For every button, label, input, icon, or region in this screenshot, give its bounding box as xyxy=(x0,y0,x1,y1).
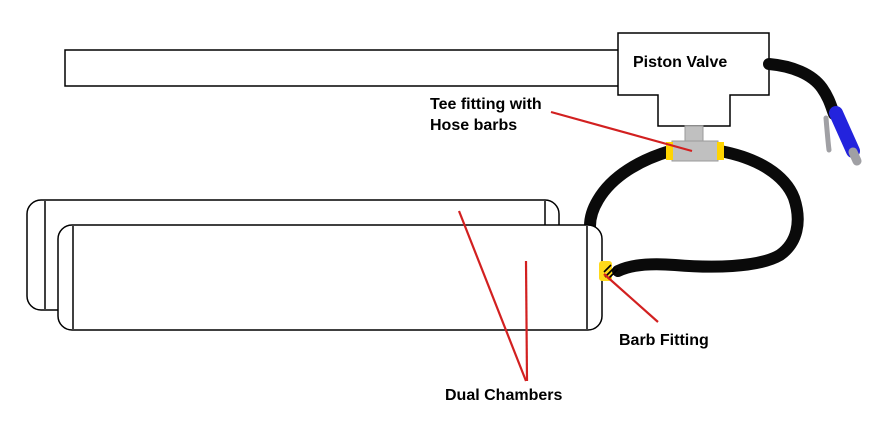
tee-left-barb-band xyxy=(666,142,673,160)
hose-valve-to-blowgun xyxy=(763,58,840,120)
blow-gun-lever xyxy=(823,115,832,153)
tee-fitting-label-line2: Hose barbs xyxy=(430,117,518,134)
blow-gun xyxy=(823,106,862,166)
blow-gun-handle xyxy=(829,106,860,158)
barrel-tube xyxy=(64,49,620,87)
blow-gun-tip xyxy=(848,147,862,166)
leader-barb-fitting xyxy=(603,273,659,323)
leader-front-chamber xyxy=(524,260,529,382)
dual-chambers-label: Dual Chambers xyxy=(445,387,563,404)
barb-fitting-label: Barb Fitting xyxy=(619,332,709,349)
leader-rear-chamber xyxy=(457,210,528,382)
tee-fitting-label-line1: Tee fitting with xyxy=(430,96,542,113)
hose-tee-to-barb-fitting xyxy=(612,145,804,277)
tee-right-barb-band xyxy=(717,142,724,160)
tee-fitting-stem xyxy=(684,125,704,144)
piston-valve-body xyxy=(617,32,770,127)
tee-fitting-label: Tee fitting with Hose barbs xyxy=(430,94,542,136)
front-chamber xyxy=(57,224,603,331)
annotation-lines xyxy=(457,110,693,382)
tee-fitting xyxy=(666,125,724,162)
leader-tee-fitting xyxy=(550,110,693,153)
piston-valve-label: Piston Valve xyxy=(633,54,728,71)
front-chamber-tube xyxy=(57,224,603,331)
tee-fitting-bar xyxy=(671,140,719,162)
hose-tee-to-chamber xyxy=(584,145,676,232)
